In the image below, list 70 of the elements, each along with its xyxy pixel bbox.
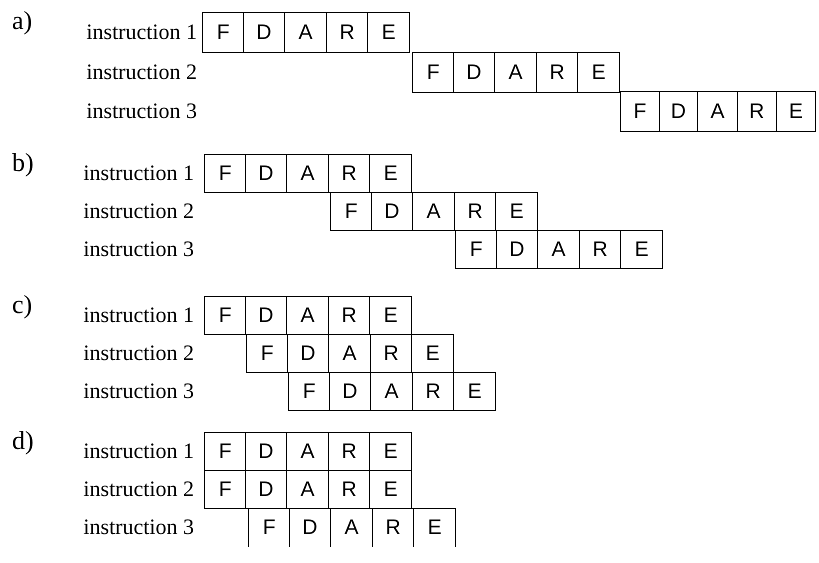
stage-cell: F xyxy=(204,296,246,335)
stage-cell: F xyxy=(202,12,244,53)
stage-cell: D xyxy=(246,154,288,193)
stage-cell: A xyxy=(287,296,329,335)
stage-cell: R xyxy=(372,508,414,547)
stage-cell: E xyxy=(496,192,538,231)
stage-cell: E xyxy=(776,91,816,132)
stage-cell: F xyxy=(330,192,372,231)
stage-cell: F xyxy=(204,432,246,471)
stage-cell: D xyxy=(290,508,332,547)
row-label: instruction 1 xyxy=(83,304,194,326)
stage-cell: E xyxy=(621,230,663,269)
panel-label: d) xyxy=(12,428,34,454)
panel-label: b) xyxy=(12,150,34,176)
stage-cell: E xyxy=(412,334,454,373)
row-label: instruction 2 xyxy=(83,200,194,222)
stage-cell: D xyxy=(244,12,286,53)
stage-cell: F xyxy=(412,52,454,93)
panel-label: a) xyxy=(12,8,32,34)
stage-cell: E xyxy=(370,154,412,193)
stage-cell: E xyxy=(454,372,496,411)
stage-cell: A xyxy=(287,432,329,471)
stage-cell: R xyxy=(454,192,496,231)
stage-cell: R xyxy=(328,432,370,471)
stage-cell: F xyxy=(204,154,246,193)
row-label: instruction 3 xyxy=(83,238,194,260)
stage-cell: R xyxy=(328,154,370,193)
stage-cell: D xyxy=(372,192,414,231)
stage-cell: D xyxy=(246,470,288,509)
stage-cell: R xyxy=(536,52,578,93)
stage-cell: F xyxy=(288,372,330,411)
row-label: instruction 1 xyxy=(86,21,197,43)
stage-cell: A xyxy=(413,192,455,231)
stage-cell: A xyxy=(698,91,738,132)
stage-cell: E xyxy=(578,52,620,93)
stage-cell: A xyxy=(331,508,373,547)
row-label: instruction 2 xyxy=(83,478,194,500)
panel-label: c) xyxy=(12,292,32,318)
stage-cell: R xyxy=(412,372,454,411)
stage-cell: A xyxy=(495,52,537,93)
stage-cell: D xyxy=(246,296,288,335)
stage-cell: F xyxy=(620,91,660,132)
row-label: instruction 3 xyxy=(83,380,194,402)
stage-cell: E xyxy=(414,508,456,547)
stage-cell: E xyxy=(368,12,410,53)
stage-cell: R xyxy=(738,91,777,132)
row-label: instruction 3 xyxy=(83,516,194,538)
row-label: instruction 1 xyxy=(83,162,194,184)
stage-cell: D xyxy=(454,52,496,93)
stage-cell: A xyxy=(371,372,413,411)
row-label: instruction 1 xyxy=(83,440,194,462)
stage-cell: A xyxy=(287,154,329,193)
row-label: instruction 2 xyxy=(86,61,197,83)
stage-cell: F xyxy=(246,334,288,373)
row-label: instruction 2 xyxy=(83,342,194,364)
stage-cell: R xyxy=(328,296,370,335)
stage-cell: F xyxy=(455,230,498,269)
stage-cell: R xyxy=(326,12,368,53)
stage-cell: E xyxy=(370,296,412,335)
stage-cell: D xyxy=(246,432,288,471)
stage-cell: F xyxy=(204,470,246,509)
stage-cell: A xyxy=(538,230,580,269)
stage-cell: F xyxy=(248,508,290,547)
stage-cell: E xyxy=(370,432,412,471)
row-label: instruction 3 xyxy=(86,100,197,122)
stage-cell: D xyxy=(496,230,538,269)
stage-cell: D xyxy=(330,372,372,411)
stage-cell: R xyxy=(580,230,622,269)
stage-cell: A xyxy=(285,12,327,53)
stage-cell: D xyxy=(659,91,698,132)
